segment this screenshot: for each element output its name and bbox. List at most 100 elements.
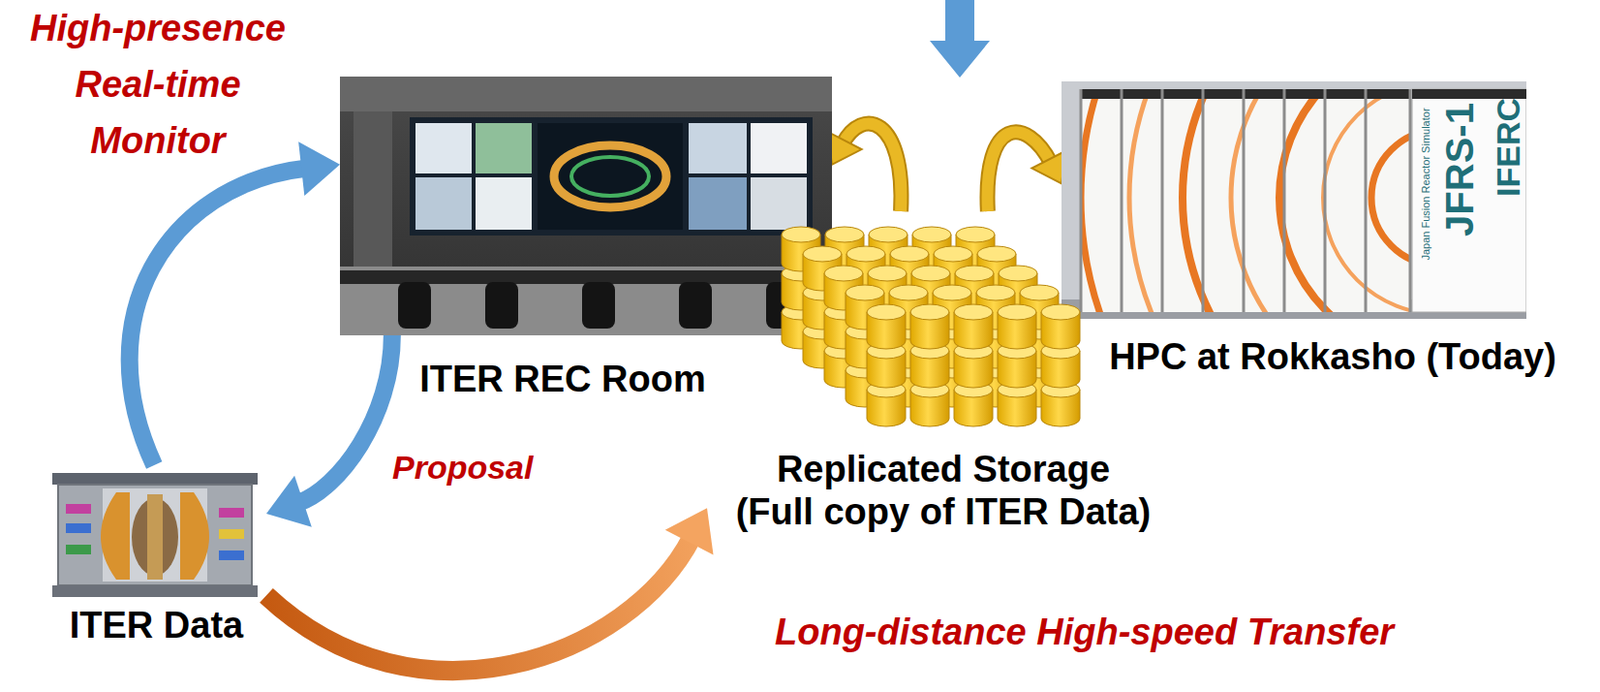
cylinder-top xyxy=(933,246,973,262)
photo-caption: ITER REC Room xyxy=(418,357,708,400)
cabinet-lettering: Japan Fusion Reactor Simulator xyxy=(1419,107,1432,260)
solenoid xyxy=(147,493,163,580)
arrow-shaft xyxy=(266,536,692,671)
floor xyxy=(339,266,832,336)
swirl-arc xyxy=(1080,89,1411,312)
cylinder-top xyxy=(912,226,952,243)
port xyxy=(218,528,245,539)
edge-label-box: Proposal xyxy=(392,447,533,488)
edge-label-box: Long-distance High-speed Transfer xyxy=(774,610,1394,655)
end-panel xyxy=(1412,89,1527,312)
cylinder-top xyxy=(954,304,994,320)
cylinder-top xyxy=(976,284,1016,301)
cylinder-top xyxy=(890,284,929,301)
cylinder-top xyxy=(954,265,994,281)
cylinder-top xyxy=(825,226,864,243)
screen-tile xyxy=(688,177,747,230)
cylinder-top xyxy=(889,284,928,301)
arrow-outline xyxy=(842,123,902,212)
cylinder-top xyxy=(802,246,842,262)
cylinder-top xyxy=(911,265,951,281)
cylinder-top xyxy=(910,304,950,320)
field-coil xyxy=(180,492,210,580)
ceiling xyxy=(339,76,832,112)
port xyxy=(65,503,92,514)
swirl-arc xyxy=(1371,129,1411,266)
cryostat xyxy=(58,484,252,585)
cabinet-front xyxy=(1080,89,1411,312)
cabinet-seams xyxy=(1080,89,1411,312)
plasma-ring xyxy=(571,156,649,196)
pillar xyxy=(353,111,393,267)
cylinder-top xyxy=(955,265,995,281)
storage-caption: Replicated Storage (Full copy of ITER Da… xyxy=(736,447,1152,533)
cylinder-top xyxy=(977,284,1016,301)
edge-label: Proposal xyxy=(392,447,533,488)
edge-label: Long-distance High-speed Transfer xyxy=(774,610,1394,655)
cylinder-top xyxy=(868,265,908,281)
chair xyxy=(678,281,712,329)
arrow-shaft xyxy=(842,123,902,212)
cylinder-top xyxy=(1041,304,1080,320)
plasma-ring xyxy=(553,145,667,208)
cylinder-top xyxy=(868,226,908,243)
cylinder-top xyxy=(781,226,821,243)
printed-label-box: IFERC xyxy=(1490,97,1527,197)
cylinder-top xyxy=(824,265,863,281)
screen-tile xyxy=(537,123,683,230)
swirl-arc xyxy=(1182,89,1411,312)
device-caption: ITER Data xyxy=(68,603,246,647)
photo-caption: HPC at Rokkasho (Today) xyxy=(1107,335,1558,378)
arrow-shaft xyxy=(297,335,393,503)
cylinder-top xyxy=(912,265,952,281)
top-plate xyxy=(52,472,258,485)
chair xyxy=(485,281,519,329)
desk xyxy=(339,270,832,284)
cylinder-top xyxy=(846,284,886,301)
cylinder-top xyxy=(845,284,885,301)
cylinder-top xyxy=(825,265,864,281)
arrow-head xyxy=(266,475,312,527)
cylinder-top xyxy=(933,284,973,301)
arrow-head xyxy=(1031,150,1067,184)
screen-tile xyxy=(688,123,747,174)
swirl-arc xyxy=(1279,89,1411,312)
proposal-arrow xyxy=(266,335,393,527)
transfer-arrow xyxy=(266,507,714,671)
device-node: ITER Data xyxy=(46,464,267,651)
swirl-arc xyxy=(1230,89,1411,312)
cabinet-top xyxy=(1412,89,1527,99)
down-arrow xyxy=(929,0,990,78)
room-ground xyxy=(339,76,832,336)
control-room-photo xyxy=(339,76,832,336)
printed-label-box: Japan Fusion Reactor Simulator xyxy=(1419,107,1432,260)
cylinder-top xyxy=(890,246,929,262)
screen-tile xyxy=(750,177,807,230)
cylinder-top xyxy=(997,304,1037,320)
cylinder-top xyxy=(955,226,995,243)
field-coil xyxy=(100,492,130,580)
cylinder-top xyxy=(998,304,1038,320)
arrow-head xyxy=(665,507,714,554)
cylinder-group xyxy=(781,226,1080,427)
screen-tile xyxy=(475,123,532,174)
port xyxy=(65,523,92,533)
swirl-arc xyxy=(1129,89,1411,312)
edge-label: High-presence Real-time Monitor xyxy=(12,0,304,169)
chair xyxy=(398,281,431,329)
cylinder-top xyxy=(867,265,907,281)
display-wall xyxy=(409,117,813,236)
cylinder-top xyxy=(1019,284,1059,301)
cylinder-top xyxy=(932,284,972,301)
replica-arrow xyxy=(986,131,1066,212)
edge-label-box: High-presence Real-time Monitor xyxy=(12,0,304,169)
monitor-arrow xyxy=(129,141,340,465)
cabinet-lettering: JFRS-1 xyxy=(1438,102,1481,237)
replica-arrow xyxy=(827,123,901,212)
cylinder-top xyxy=(953,304,993,320)
cylinder-top xyxy=(998,265,1038,281)
screen-tile xyxy=(415,177,472,230)
port xyxy=(218,507,245,518)
